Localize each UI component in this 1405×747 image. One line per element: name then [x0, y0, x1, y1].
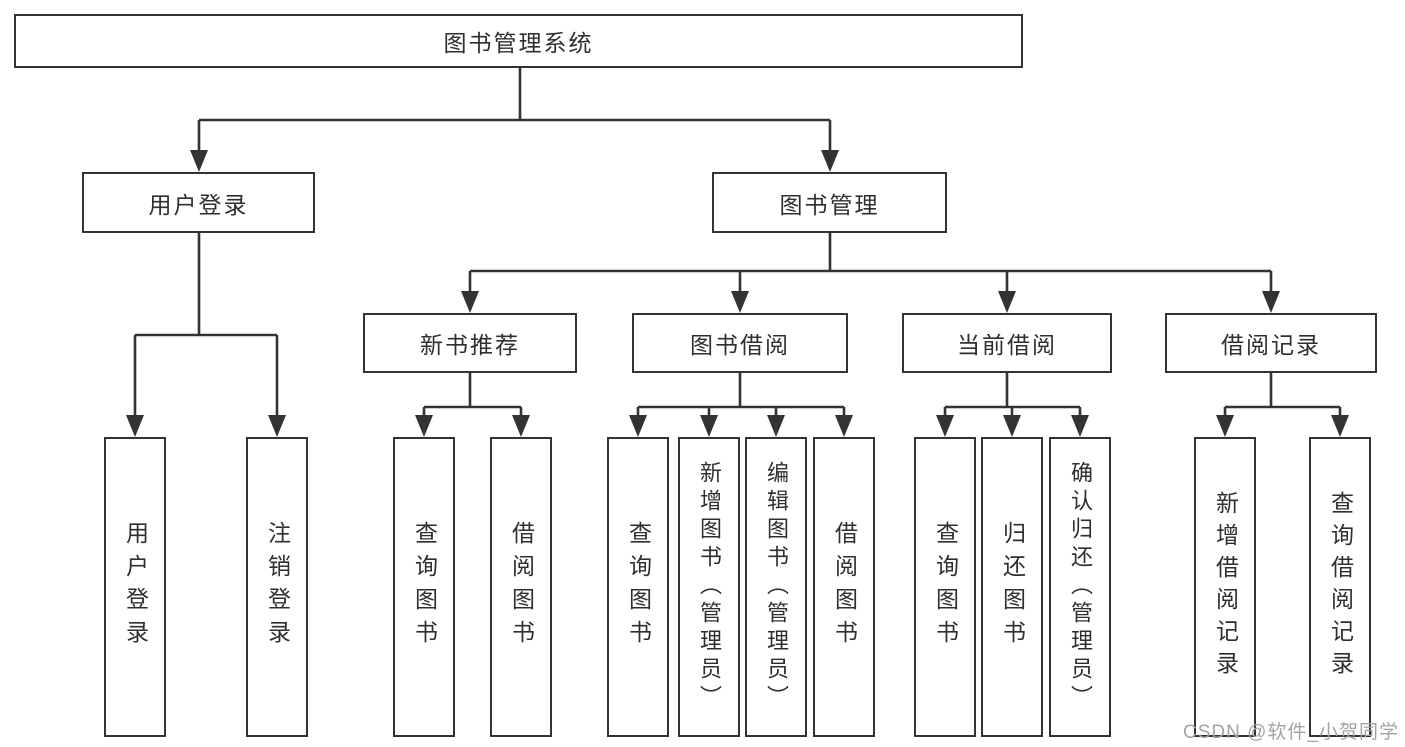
leaf-edit-books-admin: 编辑图书（管理员）	[745, 437, 807, 737]
csdn-watermark: CSDN @软件_小贺同学	[1183, 722, 1399, 743]
node-book-borrowing: 图书借阅	[632, 313, 848, 373]
leaf-user-login: 用户登录	[104, 437, 166, 737]
leaf-query-books-recommend: 查询图书	[393, 437, 455, 737]
leaf-query-borrow-record: 查询借阅记录	[1309, 437, 1371, 737]
leaf-logout: 注销登录	[246, 437, 308, 737]
node-library-management-system: 图书管理系统	[14, 14, 1023, 68]
leaf-borrow-books-recommend: 借阅图书	[490, 437, 552, 737]
branch-new-book-recommendation	[415, 373, 530, 437]
leaf-query-books-current: 查询图书	[914, 437, 976, 737]
branch-book-management	[461, 233, 1280, 313]
leaf-query-books-borrowing: 查询图书	[607, 437, 669, 737]
node-current-borrowing: 当前借阅	[902, 313, 1112, 373]
node-borrowing-records: 借阅记录	[1165, 313, 1377, 373]
branch-borrowing-records	[1216, 373, 1349, 437]
leaf-add-books-admin: 新增图书（管理员）	[678, 437, 740, 737]
leaf-confirm-return-admin: 确认归还（管理员）	[1049, 437, 1111, 737]
node-book-management: 图书管理	[712, 172, 947, 233]
node-new-book-recommendation: 新书推荐	[363, 313, 577, 373]
branch-book-borrowing	[629, 373, 853, 437]
leaf-return-books: 归还图书	[981, 437, 1043, 737]
branch-user-login	[126, 233, 286, 437]
node-user-login: 用户登录	[82, 172, 315, 233]
branch-current-borrowing	[936, 373, 1089, 437]
branch-root	[190, 68, 839, 172]
leaf-add-borrow-record: 新增借阅记录	[1194, 437, 1256, 737]
leaf-borrow-books-borrowing: 借阅图书	[813, 437, 875, 737]
